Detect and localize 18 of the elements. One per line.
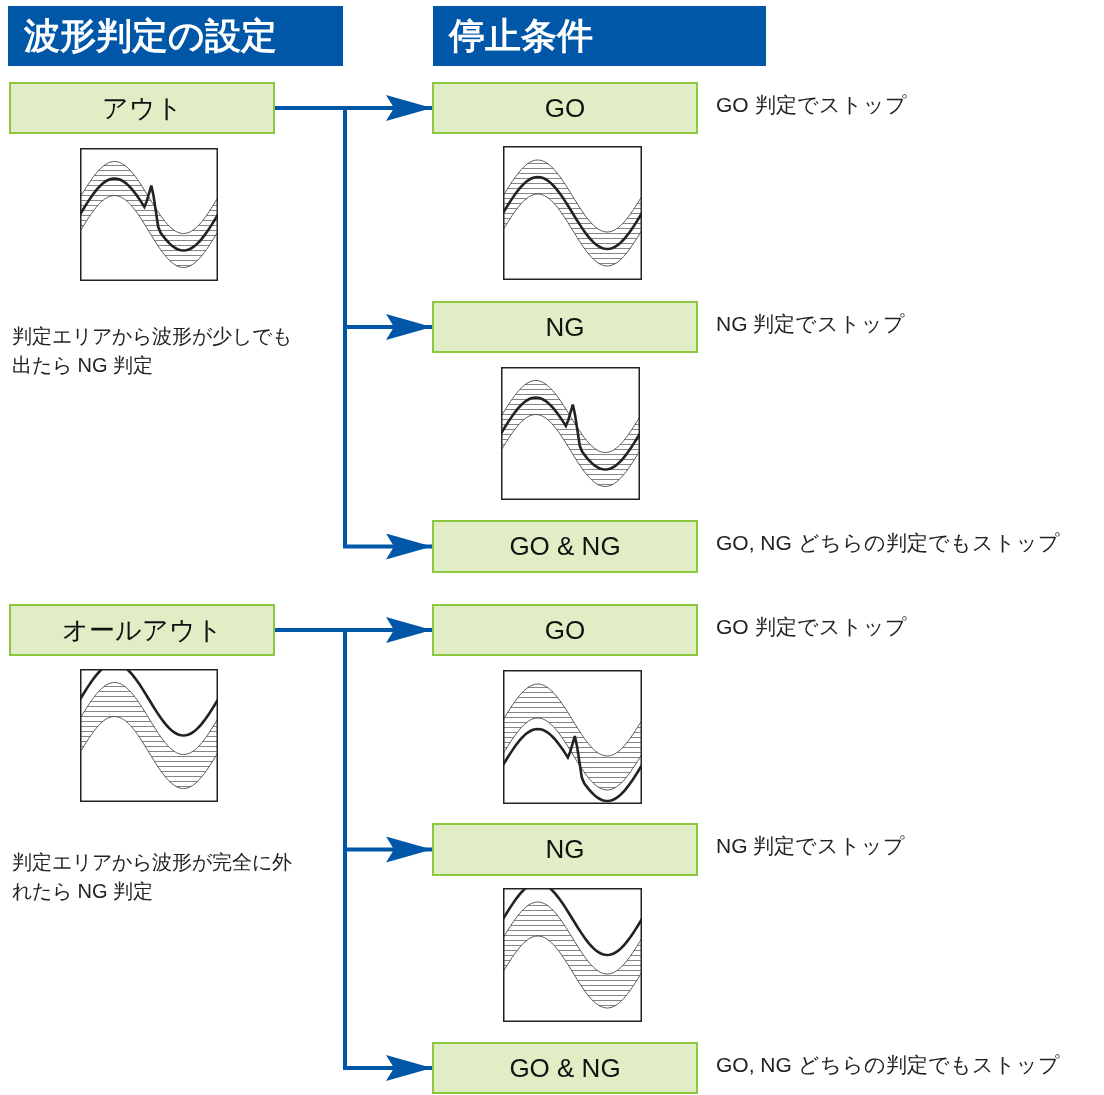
condition-note: GO, NG どちらの判定でもストップ (716, 1052, 1061, 1078)
condition-note: GO 判定でストップ (716, 92, 908, 118)
condition-box: GO & NG (432, 1042, 698, 1094)
section-header: 停止条件 (433, 6, 766, 66)
condition-box: NG (432, 823, 698, 876)
condition-note: GO, NG どちらの判定でもストップ (716, 530, 1061, 556)
section-header: 波形判定の設定 (8, 6, 343, 66)
condition-box: GO & NG (432, 520, 698, 573)
condition-box: アウト (9, 82, 275, 134)
condition-note: NG 判定でストップ (716, 833, 907, 859)
condition-box: GO (432, 82, 698, 134)
condition-note: NG 判定でストップ (716, 311, 907, 337)
description-text: 判定エリアから波形が完全に外れたら NG 判定 (12, 850, 292, 904)
condition-box: GO (432, 604, 698, 656)
condition-box: オールアウト (9, 604, 275, 656)
description-text: 判定エリアから波形が少しでも出たら NG 判定 (12, 324, 292, 378)
condition-box: NG (432, 301, 698, 353)
condition-note: GO 判定でストップ (716, 614, 908, 640)
